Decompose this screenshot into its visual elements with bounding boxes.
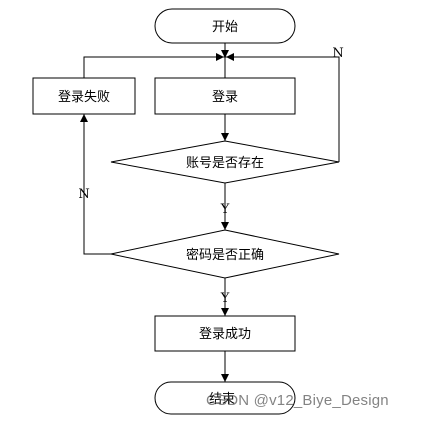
arrowhead [221, 374, 229, 382]
arrowhead [221, 50, 229, 58]
arrowhead [216, 53, 224, 61]
edge-label-account-no: N [332, 46, 343, 61]
login-failed-node: 登录失败 [32, 77, 136, 115]
arrowhead [221, 308, 229, 316]
start-label: 开始 [212, 20, 238, 35]
login-node: 登录 [154, 77, 296, 115]
edge-label-password-yes: Y [220, 291, 230, 306]
arrowhead [80, 114, 88, 122]
login-label: 登录 [212, 90, 238, 105]
login-success-label: 登录成功 [199, 327, 251, 342]
account-check-label: 账号是否存在 [186, 156, 264, 171]
arrowhead [221, 133, 229, 141]
password-check-node: 密码是否正确 [110, 229, 340, 279]
end-label: 结束 [209, 392, 235, 407]
edge-label-password-no: N [78, 187, 89, 202]
edge-failed-to-login [83, 56, 225, 78]
edge-password-no [83, 114, 111, 255]
account-check-node: 账号是否存在 [110, 140, 340, 184]
password-check-label: 密码是否正确 [186, 247, 264, 263]
arrowhead [221, 222, 229, 230]
login-failed-label: 登录失败 [58, 90, 110, 105]
end-node: 结束 [154, 381, 296, 415]
start-node: 开始 [154, 8, 296, 44]
edge-label-account-yes: Y [220, 202, 230, 217]
edge-account-no [225, 56, 340, 162]
login-success-node: 登录成功 [154, 315, 296, 352]
watermark: CSDN @v12_Biye_Design [206, 392, 389, 409]
arrowhead [226, 53, 234, 61]
